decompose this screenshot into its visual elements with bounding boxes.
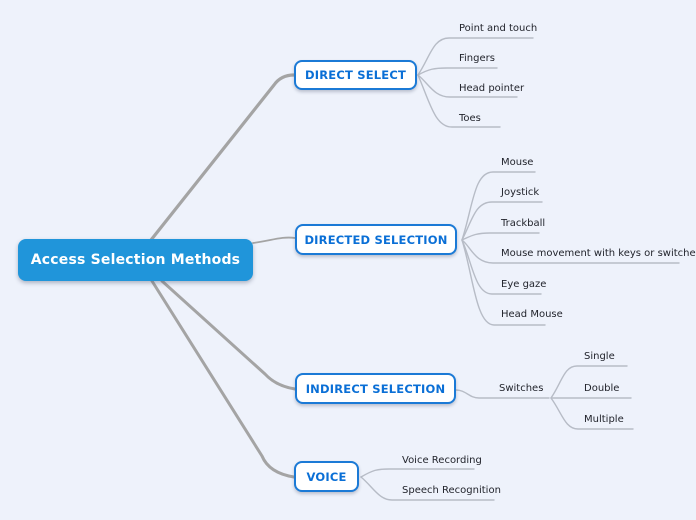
connector-leaf-switches: [455, 389, 550, 399]
connector-leaf-trackball: [461, 232, 540, 241]
connector-leaf-toes: [417, 74, 501, 128]
subleaf-multiple[interactable]: Multiple: [584, 414, 624, 425]
connector-leaf-fingers: [417, 67, 498, 76]
branch-node-directed-selection[interactable]: DIRECTED SELECTION: [295, 224, 457, 255]
branch-label: DIRECT SELECT: [304, 68, 407, 82]
leaf-mouse[interactable]: Mouse: [501, 157, 534, 168]
branch-node-voice[interactable]: VOICE: [294, 461, 359, 492]
leaf-point-and-touch[interactable]: Point and touch: [459, 23, 538, 34]
subleaf-double[interactable]: Double: [584, 383, 620, 394]
connector-leaf-eye-gaze: [461, 239, 542, 295]
connector-root-directed-selection: [252, 236, 296, 244]
subleaf-single[interactable]: Single: [584, 351, 615, 362]
connector-leaf-head-pointer: [417, 74, 518, 98]
connector-root-direct-select: [149, 73, 296, 242]
leaf-fingers[interactable]: Fingers: [459, 53, 495, 64]
leaf-mouse-movement[interactable]: Mouse movement with keys or switches: [501, 248, 696, 259]
branch-node-direct-select[interactable]: DIRECT SELECT: [294, 60, 417, 90]
leaf-voice-recording[interactable]: Voice Recording: [402, 455, 482, 466]
connector-leaf-voice-recording: [360, 468, 475, 478]
branch-label: DIRECTED SELECTION: [304, 232, 448, 247]
leaf-head-pointer[interactable]: Head pointer: [459, 83, 525, 94]
root-node-label: Access Selection Methods: [30, 252, 241, 268]
connector-subleaf-single: [550, 365, 628, 399]
leaf-toes[interactable]: Toes: [459, 113, 481, 124]
branch-label: INDIRECT SELECTION: [305, 381, 446, 396]
connector-leaf-point-and-touch: [417, 37, 534, 76]
connector-subleaf-multiple: [550, 397, 634, 430]
connector-leaf-speech-recognition: [360, 476, 495, 501]
branch-node-indirect-selection[interactable]: INDIRECT SELECTION: [295, 373, 456, 404]
leaf-eye-gaze[interactable]: Eye gaze: [501, 279, 547, 290]
connector-root-voice: [150, 279, 296, 479]
root-node-access-selection-methods[interactable]: Access Selection Methods: [18, 239, 253, 281]
leaf-head-mouse[interactable]: Head Mouse: [501, 309, 563, 320]
connector-leaf-mouse-movement: [461, 239, 680, 264]
leaf-speech-recognition[interactable]: Speech Recognition: [402, 485, 501, 496]
connector-leaf-mouse: [461, 171, 536, 241]
connector-leaf-head-mouse: [461, 239, 546, 326]
leaf-switches[interactable]: Switches: [499, 383, 544, 394]
branch-label: VOICE: [306, 469, 347, 484]
connector-root-indirect-selection: [160, 279, 297, 391]
leaf-trackball[interactable]: Trackball: [501, 218, 546, 229]
leaf-joystick[interactable]: Joystick: [501, 187, 540, 198]
connector-leaf-joystick: [461, 201, 543, 241]
